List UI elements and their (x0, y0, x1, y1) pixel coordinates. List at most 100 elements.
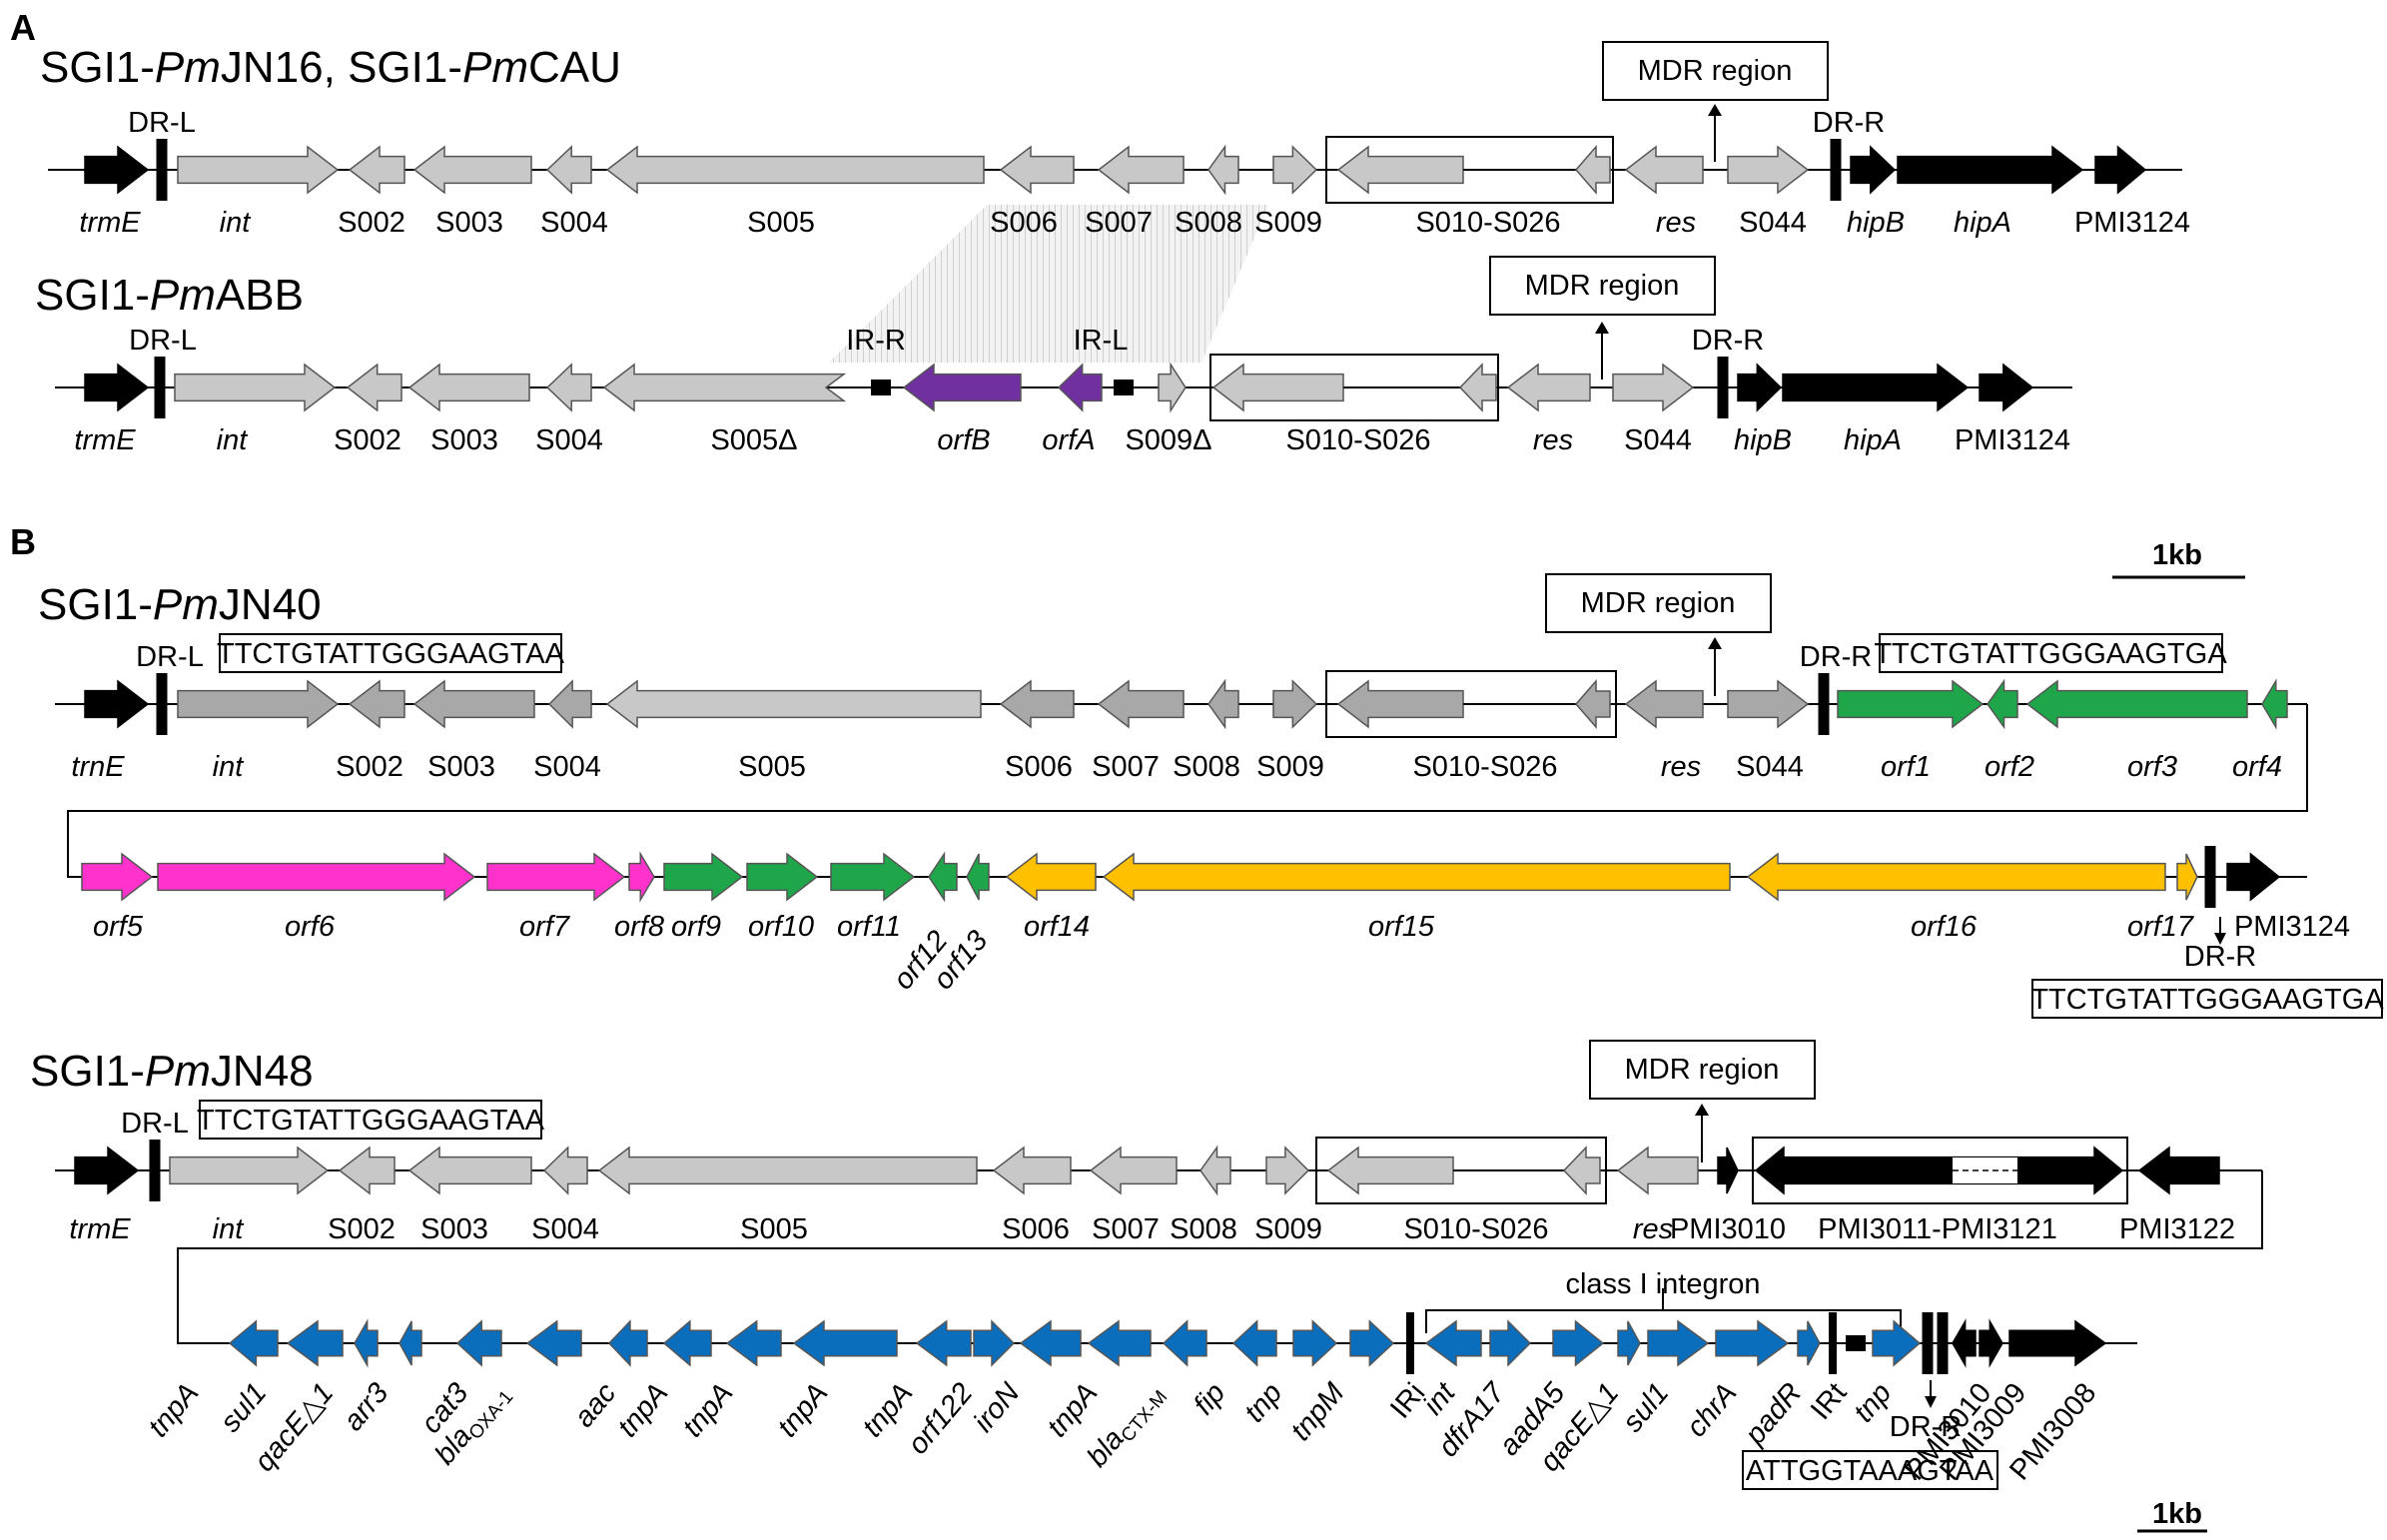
gene-label: S006 (1005, 751, 1073, 783)
gene-s044: S044 (1612, 363, 1695, 456)
gene-label: S005 (747, 207, 815, 239)
dr_l-label: DR-L (121, 1108, 189, 1140)
gene-arrow (84, 145, 150, 195)
gene-int: int (169, 1146, 330, 1245)
gene-label: int (217, 424, 250, 456)
gene-s005-: S005Δ (602, 363, 847, 456)
gene-label: trmE (79, 207, 141, 239)
svg-text:MDR region: MDR region (1525, 270, 1680, 302)
dr-sequence-box (1742, 1450, 1998, 1490)
gene-label: orf2 (1985, 751, 2034, 783)
gene-res: res (1616, 1146, 1699, 1245)
gene-res: res (1624, 679, 1704, 783)
gene-label: S006 (990, 207, 1058, 239)
gene-arrow (169, 1146, 330, 1195)
gene-s005: S005 (597, 1146, 978, 1245)
ir-marker (1114, 380, 1134, 395)
gene-arrow (1089, 1146, 1178, 1195)
gene-label: sul1 (1617, 1377, 1676, 1438)
boundary-bar (1717, 357, 1729, 418)
gene-int: int (177, 145, 340, 239)
gene-res: res (1624, 145, 1704, 239)
gene-label: PMI3011-PMI3121 (1818, 1213, 2057, 1245)
gene-label: S010-S026 (1403, 1213, 1548, 1245)
gene-arrow (2137, 1146, 2220, 1195)
gene-trme: trmE (74, 363, 150, 456)
gene-orf9: orf9 (663, 852, 744, 943)
gene-label: tnpA (611, 1377, 674, 1443)
gene-label: orf15 (1368, 911, 1435, 943)
gene-label: S002 (328, 1213, 396, 1245)
gene-label: orf14 (1024, 911, 1090, 943)
gene-s004: S004 (535, 363, 603, 456)
gene-label: padR (1739, 1377, 1809, 1451)
gene-arrow (2008, 1319, 2107, 1367)
gene-label: trmE (69, 1213, 131, 1245)
gene-arrow (338, 1146, 396, 1195)
gene-s010-s026: S010-S026 (1336, 679, 1558, 783)
gene-s010-s026: S010-S026 (1326, 1146, 1549, 1245)
gene-label: res (1656, 207, 1696, 239)
gene-s002: S002 (338, 145, 405, 239)
gene-arrow (1336, 679, 1464, 729)
gene-label: S008 (1173, 751, 1240, 783)
gene-arrow (1272, 145, 1318, 195)
gene-arr3: arr3 (338, 1320, 422, 1437)
gene-label: tnpA (1041, 1377, 1104, 1443)
gene-arrow (966, 853, 990, 901)
gene-arrow (545, 145, 592, 195)
island-title: SGI1-PmJN40 (38, 580, 322, 629)
collapsed-region-box (1752, 1137, 2128, 1204)
gene-label: S004 (535, 424, 603, 456)
gene-arrow (662, 1319, 712, 1367)
gene-arrow (1489, 1319, 1532, 1367)
gene-label: int (220, 207, 253, 239)
homology-shading (829, 205, 1268, 363)
gene-arrow (1746, 852, 2166, 902)
gene-label: int (213, 1213, 246, 1245)
gene-label: tnp (1238, 1377, 1288, 1428)
gene-arrow (174, 363, 337, 412)
gene-arrow (2094, 145, 2147, 195)
gene-orf3: orf3 (2025, 679, 2248, 783)
gene-label: PMI3122 (2119, 1213, 2235, 1245)
gene-s008: S008 (1170, 1145, 1237, 1245)
boundary-bar (2204, 846, 2216, 908)
gene-arrow (1097, 679, 1185, 729)
gene-arrow (1987, 678, 2018, 730)
gene-label: orf16 (1911, 911, 1978, 943)
gene-arrow (1326, 1146, 1454, 1195)
gene-label: IRt (1805, 1377, 1853, 1426)
gene-arrow (1349, 1319, 1395, 1367)
boundary-bar (1406, 1312, 1414, 1374)
mdr-region-callout: MDR region (1589, 1040, 1816, 1162)
gene-label: S007 (1085, 207, 1153, 239)
panel-label-a: A (10, 7, 36, 48)
gene-pmi3122: PMI3122 (2119, 1146, 2235, 1245)
dr_l-label: DR-L (129, 325, 197, 357)
dr-r-pointer-head (1925, 1396, 1937, 1408)
gene-label: trmE (74, 424, 136, 456)
gene-arrow (1872, 1319, 1922, 1367)
gene-s010-s026: S010-S026 (1211, 363, 1431, 456)
gene-orf8: orf8 (614, 851, 664, 943)
boundary-bar (156, 673, 168, 735)
gene-label: S044 (1736, 751, 1804, 783)
gene-label: PMI3124 (2234, 911, 2350, 943)
svg-text:MDR region: MDR region (1625, 1054, 1780, 1086)
gene-arrow (663, 852, 744, 902)
dr-sequence-box (199, 1100, 542, 1140)
gene-arrow (407, 1146, 532, 1195)
gene-arrow (1097, 145, 1185, 195)
gene-label: S003 (430, 424, 498, 456)
dr-sequence-text: TTCTGTATTGGGAAGTAA (197, 1105, 545, 1137)
gene-label: S044 (1739, 207, 1807, 239)
gene-arrow (607, 1319, 648, 1367)
gene-s009: S009 (1254, 145, 1322, 239)
gene-label: S002 (338, 207, 405, 239)
gene-orfb: orfB (902, 363, 1022, 456)
gene-arrow (1797, 1320, 1821, 1366)
dr-sequence-box (1879, 633, 2223, 673)
gene-s044: S044 (1727, 145, 1810, 239)
gene-arrow-fragment (1575, 144, 1611, 196)
